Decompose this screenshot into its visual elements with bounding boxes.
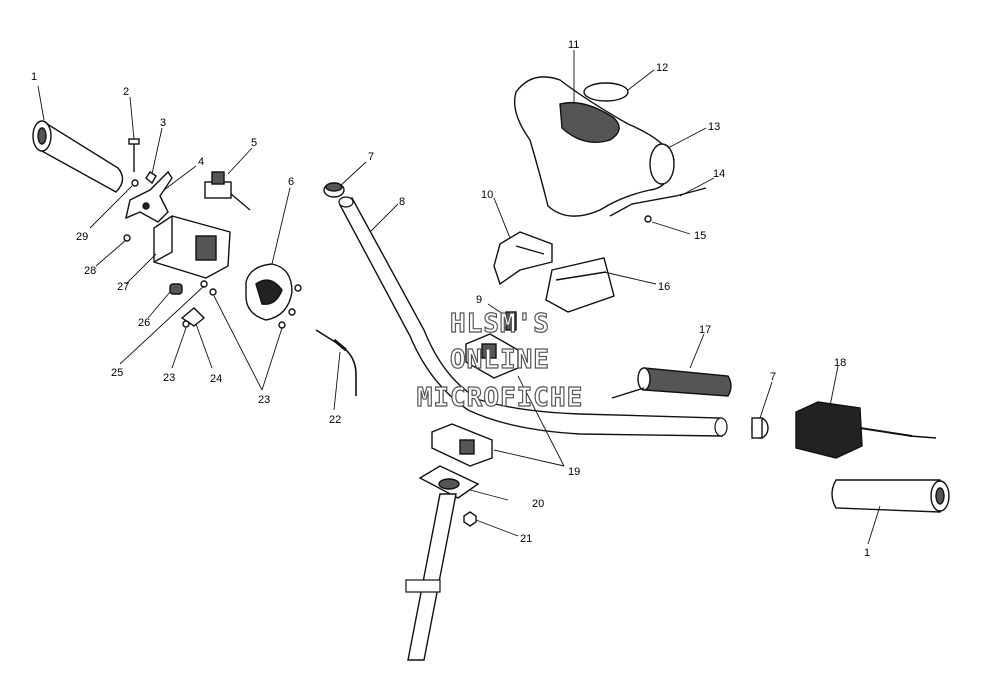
callout-2: 2 bbox=[123, 86, 129, 98]
part-12-decal bbox=[583, 82, 629, 102]
part-10-cover bbox=[493, 231, 553, 286]
part-7-end-plug-left bbox=[323, 182, 345, 198]
callout-16: 16 bbox=[658, 281, 670, 293]
callout-7-right: 7 bbox=[770, 371, 776, 383]
part-21-nut bbox=[463, 511, 477, 527]
part-3-clip bbox=[145, 171, 157, 185]
part-27-throttle-body bbox=[153, 215, 231, 279]
callout-9: 9 bbox=[476, 294, 482, 306]
callout-19: 19 bbox=[568, 466, 580, 478]
part-5-switch bbox=[204, 171, 251, 211]
callout-3: 3 bbox=[160, 117, 166, 129]
callout-25: 25 bbox=[111, 367, 123, 379]
watermark-line-1: HLSM'S bbox=[450, 309, 550, 339]
part-9-bolt bbox=[505, 311, 517, 331]
part-13-handlebar-pod bbox=[513, 76, 675, 217]
callout-21: 21 bbox=[520, 533, 532, 545]
callout-labels: 1 2 3 4 5 6 7 8 9 10 11 12 13 14 15 16 1… bbox=[31, 39, 870, 559]
callout-13: 13 bbox=[708, 121, 720, 133]
part-17-heated-grip bbox=[611, 367, 732, 399]
watermark: HLSM'S ONLINE MICROFICHE bbox=[416, 308, 584, 413]
callout-29: 29 bbox=[76, 231, 88, 243]
callout-26: 26 bbox=[138, 317, 150, 329]
part-7-end-plug-right bbox=[751, 417, 769, 439]
steering-post bbox=[405, 493, 457, 661]
callout-28: 28 bbox=[84, 265, 96, 277]
part-19-lower-clamp bbox=[431, 423, 493, 467]
part-8-handlebar bbox=[338, 196, 728, 437]
callout-10: 10 bbox=[481, 189, 493, 201]
callout-18: 18 bbox=[834, 357, 846, 369]
callout-14: 14 bbox=[713, 168, 725, 180]
part-14-wire bbox=[609, 187, 707, 217]
callout-5: 5 bbox=[251, 137, 257, 149]
part-19-upper-clamp bbox=[465, 333, 519, 379]
callout-1-left: 1 bbox=[31, 71, 37, 83]
callout-7-left: 7 bbox=[368, 151, 374, 163]
part-1-right-grip bbox=[831, 479, 950, 513]
part-4-throttle-lever bbox=[125, 170, 173, 223]
part-2-screw bbox=[128, 138, 140, 172]
callout-11: 11 bbox=[568, 39, 579, 51]
part-18-brake-lever bbox=[795, 401, 937, 459]
callout-6: 6 bbox=[288, 176, 294, 188]
part-22-cable bbox=[315, 329, 357, 396]
leader-lines bbox=[37, 50, 881, 545]
callout-22: 22 bbox=[329, 414, 341, 426]
callout-23-left: 23 bbox=[163, 372, 175, 384]
callout-24: 24 bbox=[210, 373, 222, 385]
part-6-housing bbox=[245, 263, 293, 321]
callout-8: 8 bbox=[399, 196, 405, 208]
callout-27: 27 bbox=[117, 281, 129, 293]
callout-17: 17 bbox=[699, 324, 711, 336]
part-16-lower-cover bbox=[545, 257, 615, 313]
callout-20: 20 bbox=[532, 498, 544, 510]
part-20-mount-plate bbox=[418, 465, 480, 499]
watermark-line-3: MICROFICHE bbox=[417, 383, 584, 413]
part-1-left-grip bbox=[32, 120, 124, 193]
watermark-line-2: ONLINE bbox=[450, 345, 550, 375]
part-15-screw bbox=[644, 215, 652, 223]
callout-23-right: 23 bbox=[258, 394, 270, 406]
callout-15: 15 bbox=[694, 230, 706, 242]
callout-4: 4 bbox=[198, 156, 204, 168]
small-hardware bbox=[123, 179, 302, 329]
callout-1-right: 1 bbox=[864, 547, 870, 559]
callout-12: 12 bbox=[656, 62, 668, 74]
